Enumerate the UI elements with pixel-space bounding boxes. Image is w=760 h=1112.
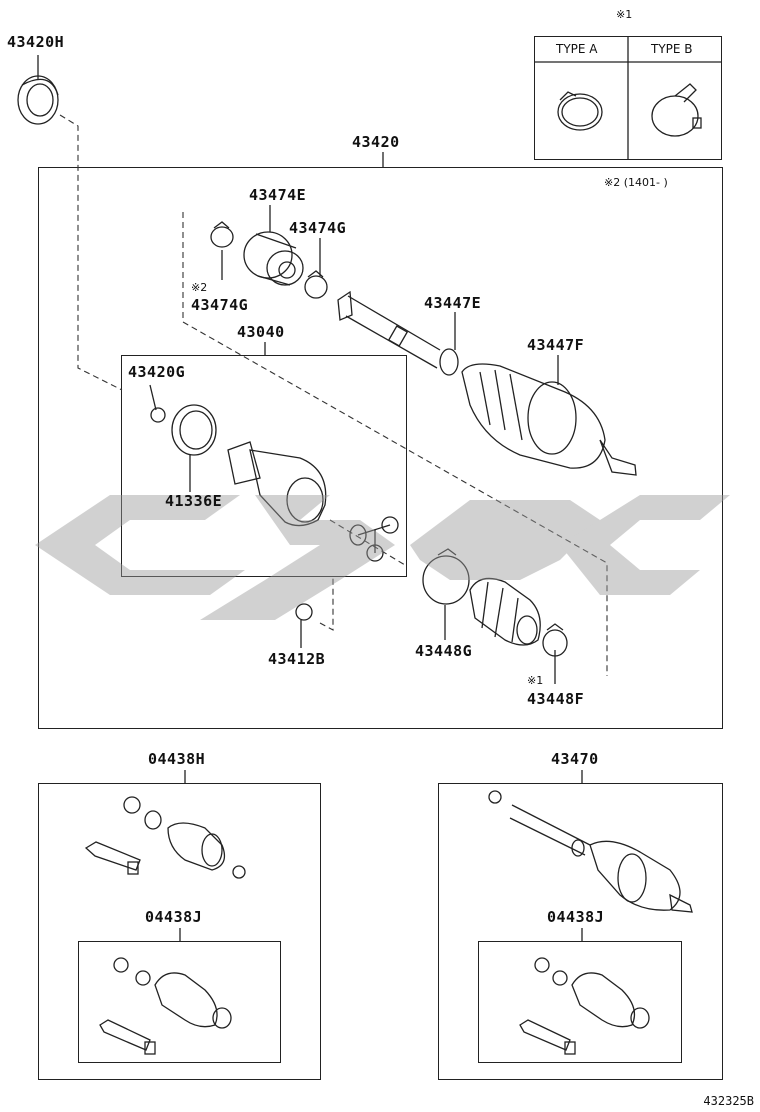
clamp-43474G-upper-icon (210, 221, 234, 248)
kit-43470-contents-icon (488, 790, 693, 1055)
label-43448F: 43448F (527, 690, 585, 708)
type-b-label: TYPE B (651, 42, 693, 56)
label-04438J-left: 04438J (145, 908, 203, 926)
label-43448F-note: ※1 (527, 674, 544, 687)
tripod-joint-icon (349, 516, 399, 562)
damper-43474E-icon (243, 231, 304, 286)
type-note-1: ※1 (616, 8, 633, 21)
oil-seal-43420H-icon (17, 75, 59, 125)
kit-box-43470 (438, 783, 723, 1080)
label-41336E: 41336E (165, 492, 223, 510)
label-43420H: 43420H (7, 33, 65, 51)
inner-joint-housing-icon (227, 441, 327, 527)
circlip-43412B-icon (295, 603, 313, 621)
seal-41336E-icon (171, 404, 217, 456)
kit-inner-box-04438J-right (478, 941, 682, 1063)
drive-shaft-icon (337, 290, 637, 476)
label-43474G-upper: 43474G (289, 219, 347, 237)
assembly-note-2: ※2 (1401- ) (604, 176, 668, 189)
label-43412B: 43412B (268, 650, 326, 668)
label-43474E: 43474E (249, 186, 307, 204)
label-43474G-lower: 43474G (191, 296, 249, 314)
clamp-type-a-icon (557, 91, 603, 131)
snap-ring-43420G-icon (150, 407, 166, 423)
label-43040: 43040 (237, 323, 285, 341)
label-43420: 43420 (352, 133, 400, 151)
inner-boot-icon (469, 577, 541, 646)
label-04438J-right: 04438J (547, 908, 605, 926)
label-43447F: 43447F (527, 336, 585, 354)
kit-box-04438H (38, 783, 321, 1080)
label-43474G-lower-note: ※2 (191, 281, 208, 294)
kit-04438H-contents-icon (84, 796, 246, 1055)
clamp-type-b-icon (651, 83, 702, 137)
label-43447E: 43447E (424, 294, 482, 312)
clamp-43474G-lower-icon (304, 270, 328, 299)
assembly-box-43420 (38, 167, 723, 729)
label-43448G: 43448G (415, 642, 473, 660)
clamp-43448F-icon (542, 623, 568, 657)
clamp-43448G-icon (422, 548, 470, 605)
label-43420G: 43420G (128, 363, 186, 381)
subassembly-box-43040 (121, 355, 407, 577)
kit-inner-box-04438J-left (78, 941, 281, 1063)
label-43470: 43470 (551, 750, 599, 768)
type-a-label: TYPE A (556, 42, 598, 56)
label-04438H: 04438H (148, 750, 206, 768)
figure-id: 432325B (703, 1094, 754, 1108)
